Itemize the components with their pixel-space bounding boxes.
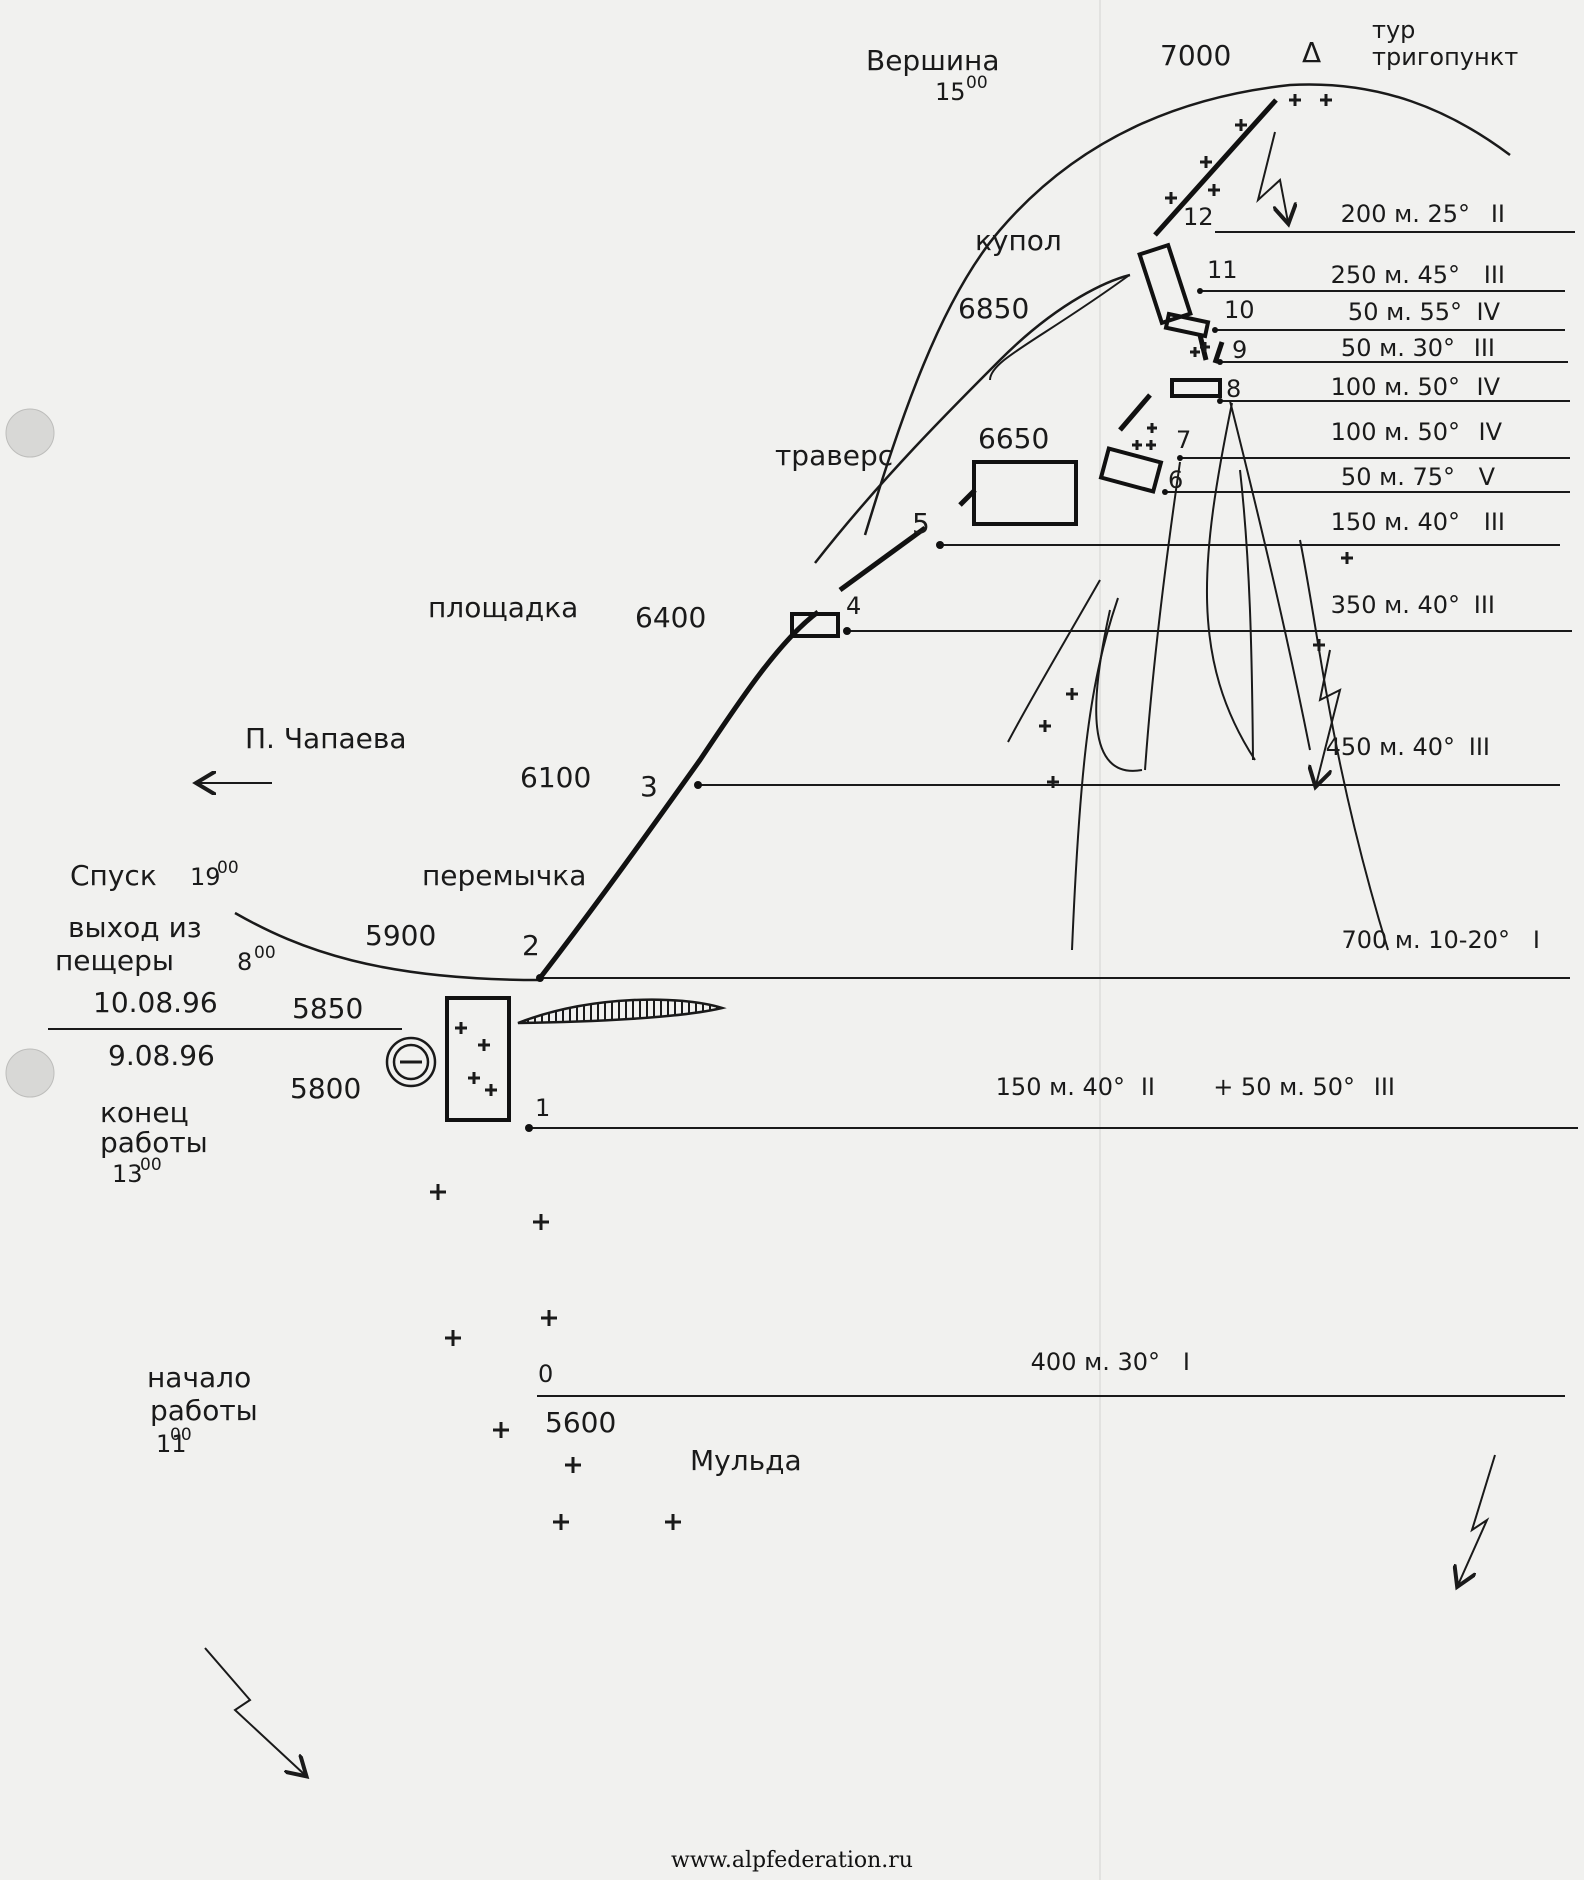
summit-label: Вершина bbox=[866, 44, 1000, 77]
section-grade: I bbox=[1533, 926, 1540, 954]
route-point-numbers: 0 1 2 3 4 5 6 7 8 9 10 11 12 bbox=[522, 203, 1255, 1388]
section-grade: III bbox=[1474, 591, 1495, 619]
work-start-time-sup: 00 bbox=[170, 1425, 192, 1445]
summit-time: 15 bbox=[935, 78, 966, 106]
binder-hole bbox=[5, 1048, 55, 1098]
point-number: 9 bbox=[1232, 336, 1247, 364]
rockfall-arrow bbox=[1316, 649, 1342, 785]
exit-cave-time-sup: 00 bbox=[254, 943, 276, 963]
section-grade: III bbox=[1484, 508, 1505, 536]
work-end-time-sup: 00 bbox=[140, 1155, 162, 1175]
point-number: 10 bbox=[1224, 296, 1255, 324]
section-extra: + 50 м. 50° bbox=[1213, 1073, 1355, 1101]
exit-cave-time: 8 bbox=[237, 948, 252, 976]
cave-altitude-upper: 5850 bbox=[292, 992, 363, 1025]
traverse-label: траверс bbox=[775, 439, 893, 472]
descent-label: Спуск bbox=[70, 859, 157, 892]
date-lower: 9.08.96 bbox=[108, 1039, 215, 1072]
route-line bbox=[538, 98, 1278, 980]
point-number: 12 bbox=[1183, 203, 1214, 231]
point-number: 6 bbox=[1168, 466, 1183, 494]
rockfall-arrow bbox=[1256, 131, 1288, 222]
summit-time-sup: 00 bbox=[966, 73, 988, 93]
section-grade: IV bbox=[1477, 373, 1501, 401]
work-start-line2: работы bbox=[150, 1394, 258, 1427]
section-label: 350 м. 40° bbox=[1331, 591, 1460, 619]
platform-label: площадка bbox=[428, 591, 578, 624]
exit-cave-line2: пещеры bbox=[55, 944, 174, 977]
dome-label: купол bbox=[975, 224, 1062, 257]
section-grade: III bbox=[1484, 261, 1505, 289]
point-number: 0 bbox=[538, 1360, 553, 1388]
point-number: 4 bbox=[846, 592, 861, 620]
ridge-outline bbox=[234, 83, 1511, 982]
point-number: 3 bbox=[640, 770, 658, 803]
descent-time-sup: 00 bbox=[217, 858, 239, 878]
platform-altitude: 6400 bbox=[635, 601, 706, 634]
point-number: 5 bbox=[912, 507, 930, 540]
dome-altitude: 6850 bbox=[958, 292, 1029, 325]
summit-altitude: 7000 bbox=[1160, 39, 1231, 72]
section-label: 150 м. 40° bbox=[1331, 508, 1460, 536]
rockfall-arrow bbox=[204, 1647, 305, 1775]
section-lines bbox=[530, 231, 1578, 1397]
section-grade: II bbox=[1141, 1073, 1155, 1101]
point3-altitude: 6100 bbox=[520, 761, 591, 794]
saddle-altitude: 5900 bbox=[365, 919, 436, 952]
cave-altitude-lower: 5800 bbox=[290, 1072, 361, 1105]
cave-icon bbox=[385, 1036, 437, 1088]
section-label: 100 м. 50° bbox=[1331, 418, 1460, 446]
section-grade: V bbox=[1479, 463, 1496, 491]
section-grade: I bbox=[1183, 1348, 1190, 1376]
work-end-line2: работы bbox=[100, 1126, 208, 1159]
work-end-line1: конец bbox=[100, 1096, 189, 1129]
section-label: 50 м. 75° bbox=[1341, 463, 1455, 491]
section-label: 50 м. 30° bbox=[1341, 334, 1455, 362]
section-grade: III bbox=[1474, 334, 1495, 362]
point-number: 11 bbox=[1207, 256, 1238, 284]
section-label: 700 м. 10-20° bbox=[1341, 926, 1510, 954]
cairn-label: тур bbox=[1372, 16, 1415, 44]
exit-cave-line1: выход из bbox=[68, 911, 202, 944]
couloir-lines bbox=[989, 275, 1389, 951]
binder-hole bbox=[5, 408, 55, 458]
section-grade: III bbox=[1469, 733, 1490, 761]
section-label: 400 м. 30° bbox=[1031, 1348, 1160, 1376]
saddle-label: перемычка bbox=[422, 859, 586, 892]
mulda-label: Мульда bbox=[690, 1444, 802, 1477]
section-grade: IV bbox=[1479, 418, 1503, 446]
rockfall-arrow bbox=[1458, 1454, 1496, 1585]
section-label: 100 м. 50° bbox=[1331, 373, 1460, 401]
section-extra-grade: III bbox=[1374, 1073, 1395, 1101]
work-start-line1: начало bbox=[147, 1361, 251, 1394]
chapaev-label: П. Чапаева bbox=[245, 722, 407, 755]
section-labels: 200 м. 25° II 250 м. 45° III 50 м. 55° I… bbox=[996, 200, 1540, 1376]
point-number: 7 bbox=[1176, 426, 1191, 454]
section-label: 200 м. 25° bbox=[1341, 200, 1470, 228]
section-label: 450 м. 40° bbox=[1326, 733, 1455, 761]
section-grade: II bbox=[1491, 200, 1505, 228]
section-label: 150 м. 40° bbox=[996, 1073, 1125, 1101]
mulda-altitude: 5600 bbox=[545, 1406, 616, 1439]
section-label: 250 м. 45° bbox=[1331, 261, 1460, 289]
route-point-dots bbox=[525, 288, 1223, 1132]
section-label: 50 м. 55° bbox=[1348, 298, 1462, 326]
point-number: 8 bbox=[1226, 375, 1241, 403]
descent-time: 19 bbox=[190, 863, 221, 891]
trig-point-icon: Δ bbox=[1302, 36, 1321, 69]
section-grade: IV bbox=[1477, 298, 1501, 326]
cave-arch bbox=[517, 998, 727, 1025]
date-upper: 10.08.96 bbox=[93, 986, 218, 1019]
traverse-altitude: 6650 bbox=[978, 422, 1049, 455]
work-start-time: 11 bbox=[156, 1430, 187, 1458]
point-number: 2 bbox=[522, 929, 540, 962]
footer-url: www.alpfederation.ru bbox=[671, 1848, 913, 1873]
bivouac-rects bbox=[445, 242, 1222, 1122]
rock-markers bbox=[430, 94, 1353, 1530]
trig-label: тригопункт bbox=[1372, 43, 1518, 71]
point-number: 1 bbox=[535, 1094, 550, 1122]
work-end-time: 13 bbox=[112, 1160, 143, 1188]
